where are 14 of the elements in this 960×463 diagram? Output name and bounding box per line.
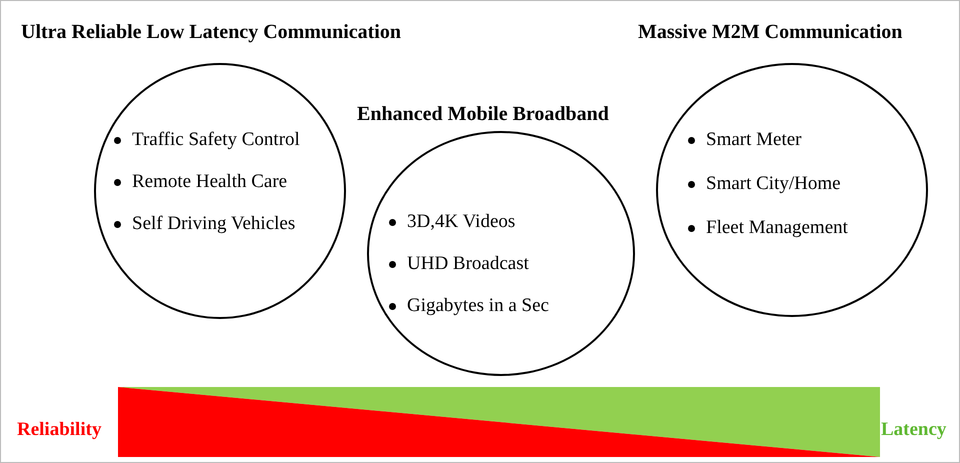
list-item: Traffic Safety Control	[132, 129, 300, 150]
list-item: Smart City/Home	[706, 173, 841, 194]
list-item: Gigabytes in a Sec	[407, 295, 549, 316]
list-item: Remote Health Care	[132, 171, 288, 192]
list-item: UHD Broadcast	[407, 253, 529, 274]
axis-label: Latency	[881, 419, 946, 441]
heading: Enhanced Mobile Broadband	[357, 103, 609, 126]
list-item: Smart Meter	[706, 129, 802, 150]
heading: Ultra Reliable Low Latency Communication	[21, 21, 401, 44]
list-item: 3D,4K Videos	[407, 211, 516, 232]
heading: Massive M2M Communication	[638, 21, 902, 44]
list-item: Fleet Management	[706, 217, 848, 238]
axis-label: Reliability	[17, 419, 102, 441]
list-item: Self Driving Vehicles	[132, 213, 296, 234]
